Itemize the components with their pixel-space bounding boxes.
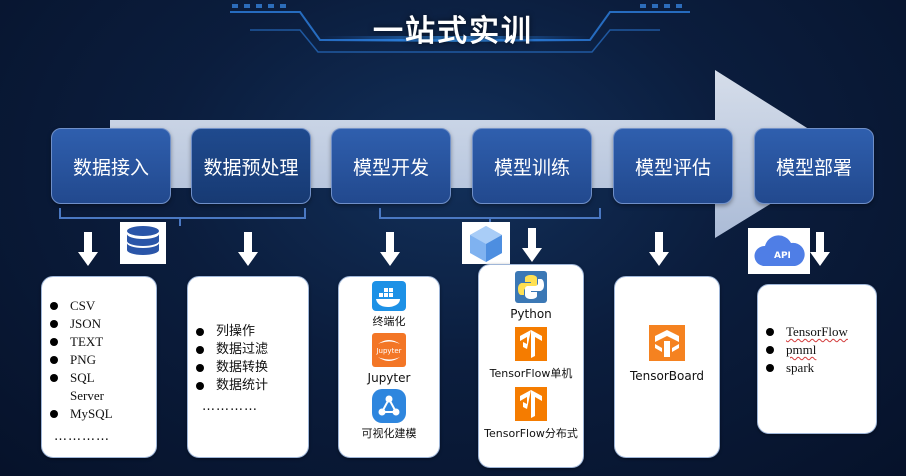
tensorflow-icon bbox=[515, 327, 547, 361]
jupyter-logo-text: Jupyter bbox=[375, 347, 401, 355]
down-arrow-icon bbox=[649, 232, 669, 266]
more-ellipsis: ………… bbox=[54, 429, 110, 444]
step-model-deployment: 模型部署 bbox=[754, 128, 874, 204]
down-arrow-icon bbox=[380, 232, 400, 266]
list-item: 数据统计 bbox=[188, 377, 308, 395]
tool-label: TensorBoard bbox=[629, 369, 705, 383]
api-cloud-icon: API bbox=[748, 228, 810, 274]
more-ellipsis: ………… bbox=[202, 399, 258, 414]
list-item: CSV bbox=[42, 297, 156, 315]
page-title: 一站式实训 bbox=[373, 14, 533, 49]
down-arrow-icon bbox=[810, 232, 830, 266]
down-arrow-icon bbox=[78, 232, 98, 266]
card-preprocessing: 列操作 数据过滤 数据转换 数据统计 ………… bbox=[187, 276, 309, 458]
list-item: TEXT bbox=[42, 333, 156, 351]
list-item: pmml bbox=[758, 341, 876, 359]
tool-label: TensorFlow单机 bbox=[489, 367, 573, 380]
list-item: spark bbox=[758, 359, 876, 377]
step-model-evaluation: 模型评估 bbox=[613, 128, 733, 204]
card-model-development: 终端化 Jupyter Jupyter 可视化建模 bbox=[338, 276, 440, 458]
list-item: TensorFlow bbox=[758, 323, 876, 341]
api-badge-text: API bbox=[774, 251, 791, 261]
tensorflow-icon bbox=[515, 387, 547, 421]
step-model-training: 模型训练 bbox=[472, 128, 592, 204]
down-arrow-icon bbox=[522, 228, 542, 262]
card-model-deployment: TensorFlow pmml spark bbox=[757, 284, 877, 434]
list-item: 列操作 bbox=[188, 323, 308, 341]
card-model-evaluation: TensorBoard bbox=[614, 276, 720, 458]
jupyter-icon: Jupyter bbox=[372, 333, 406, 367]
header-circuit-decoration bbox=[230, 4, 690, 53]
step-preprocessing: 数据预处理 bbox=[191, 128, 311, 204]
visual-modeling-icon bbox=[372, 389, 406, 423]
list-item: MySQL bbox=[42, 405, 156, 423]
tool-label: 可视化建模 bbox=[361, 427, 417, 440]
list-item: 数据过滤 bbox=[188, 341, 308, 359]
list-item: 数据转换 bbox=[188, 359, 308, 377]
tool-label: Jupyter bbox=[367, 371, 411, 385]
down-arrow-icon bbox=[238, 232, 258, 266]
tensorboard-icon bbox=[649, 325, 685, 361]
tool-label: TensorFlow分布式 bbox=[484, 427, 578, 440]
python-icon bbox=[515, 271, 547, 303]
tool-label: Python bbox=[510, 307, 552, 321]
list-item: JSON bbox=[42, 315, 156, 333]
step-model-development: 模型开发 bbox=[331, 128, 451, 204]
card-data-access: CSV JSON TEXT PNG SQL Server MySQL ………… bbox=[41, 276, 157, 458]
tool-label: 终端化 bbox=[372, 315, 406, 328]
database-icon bbox=[120, 222, 166, 264]
docker-icon bbox=[372, 281, 406, 311]
list-item: PNG bbox=[42, 351, 156, 369]
step-data-access: 数据接入 bbox=[51, 128, 171, 204]
cube-icon bbox=[462, 222, 510, 264]
card-model-training: Python TensorFlow单机 TensorFlow分布式 bbox=[478, 264, 584, 468]
list-item: SQL Server bbox=[42, 369, 130, 405]
